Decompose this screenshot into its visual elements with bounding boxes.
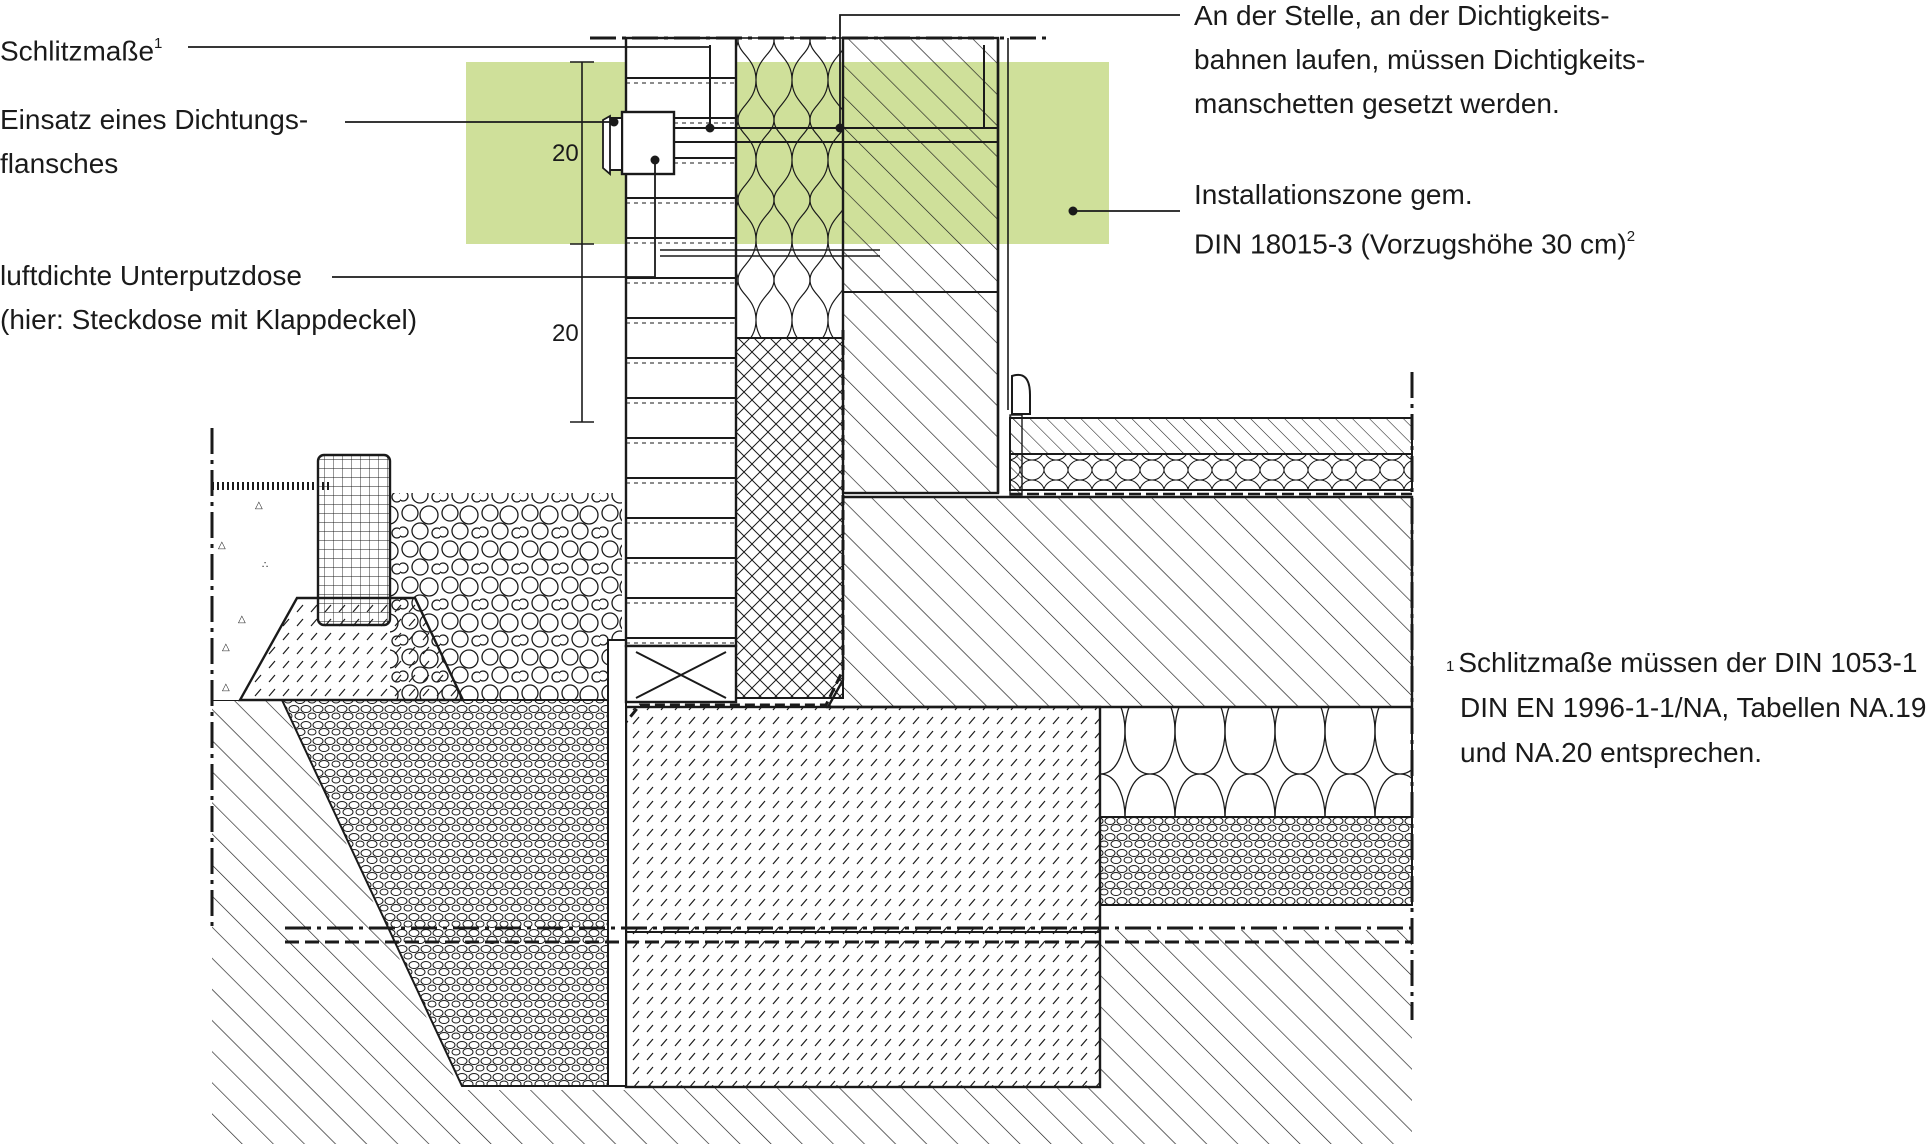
sealing-sleeves-line3: manschetten gesetzt werden. xyxy=(1194,88,1560,119)
slot-dimensions-footnote-ref: 1 xyxy=(154,35,163,52)
label-sealing-flange: Einsatz eines Dichtungs- flansches xyxy=(0,98,308,186)
label-slot-dimensions: Schlitzmaße1 xyxy=(0,24,162,73)
airtight-box-line1: luftdichte Unterputzdose xyxy=(0,260,302,291)
footnote-line2: DIN EN 1996-1-1/NA, Tabellen NA.19 xyxy=(1460,692,1926,723)
inner-wall xyxy=(841,36,1009,495)
footnote-line3: und NA.20 entsprechen. xyxy=(1460,737,1762,768)
sealing-sleeves-line2: bahnen laufen, müssen Dichtigkeits- xyxy=(1194,44,1646,75)
svg-text:△: △ xyxy=(222,642,230,653)
svg-text:△: △ xyxy=(255,500,263,511)
installation-zone-line1: Installationszone gem. xyxy=(1194,179,1473,210)
sealing-flange-line2: flansches xyxy=(0,148,119,179)
svg-text:△: △ xyxy=(238,614,246,625)
svg-text:∴: ∴ xyxy=(262,560,268,571)
svg-text:△: △ xyxy=(222,682,230,693)
floor-screed xyxy=(1009,373,1413,496)
leader-dots xyxy=(609,117,1078,216)
under-slab-insulation xyxy=(1099,706,1413,906)
label-sealing-sleeves: An der Stelle, an der Dichtigkeits- bahn… xyxy=(1194,0,1645,126)
slot-dimensions-text: Schlitzmaße xyxy=(0,35,155,67)
sealing-sleeves-line1: An der Stelle, an der Dichtigkeits- xyxy=(1194,0,1610,31)
installation-zone-line2: DIN 18015-3 (Vorzugshöhe 30 cm) xyxy=(1194,228,1627,260)
footnote-line1: Schlitzmaße müssen der DIN 1053-1 xyxy=(1458,647,1918,678)
core-insulation xyxy=(624,37,845,723)
airtight-box-line2: (hier: Steckdose mit Klappdeckel) xyxy=(0,304,418,335)
footnote-number: 1 xyxy=(1446,658,1455,675)
label-installation-zone: Installationszone gem. DIN 18015-3 (Vorz… xyxy=(1194,173,1635,266)
dimension-lower: 20 xyxy=(552,320,579,347)
foundation xyxy=(607,639,1102,1089)
curb-stone xyxy=(237,453,465,702)
floor-slab xyxy=(825,495,1414,709)
leader-lines xyxy=(188,14,1180,278)
dimension-upper: 20 xyxy=(552,140,579,167)
svg-text:△: △ xyxy=(218,540,226,551)
installation-zone-footnote-ref: 2 xyxy=(1626,228,1636,245)
section-lines xyxy=(210,36,1414,1020)
sealing-flange-line1: Einsatz eines Dichtungs- xyxy=(0,104,309,135)
label-airtight-box: luftdichte Unterputzdose (hier: Steckdos… xyxy=(0,254,417,342)
ground-soil xyxy=(212,700,1412,1144)
outer-brick-wall xyxy=(624,36,738,704)
